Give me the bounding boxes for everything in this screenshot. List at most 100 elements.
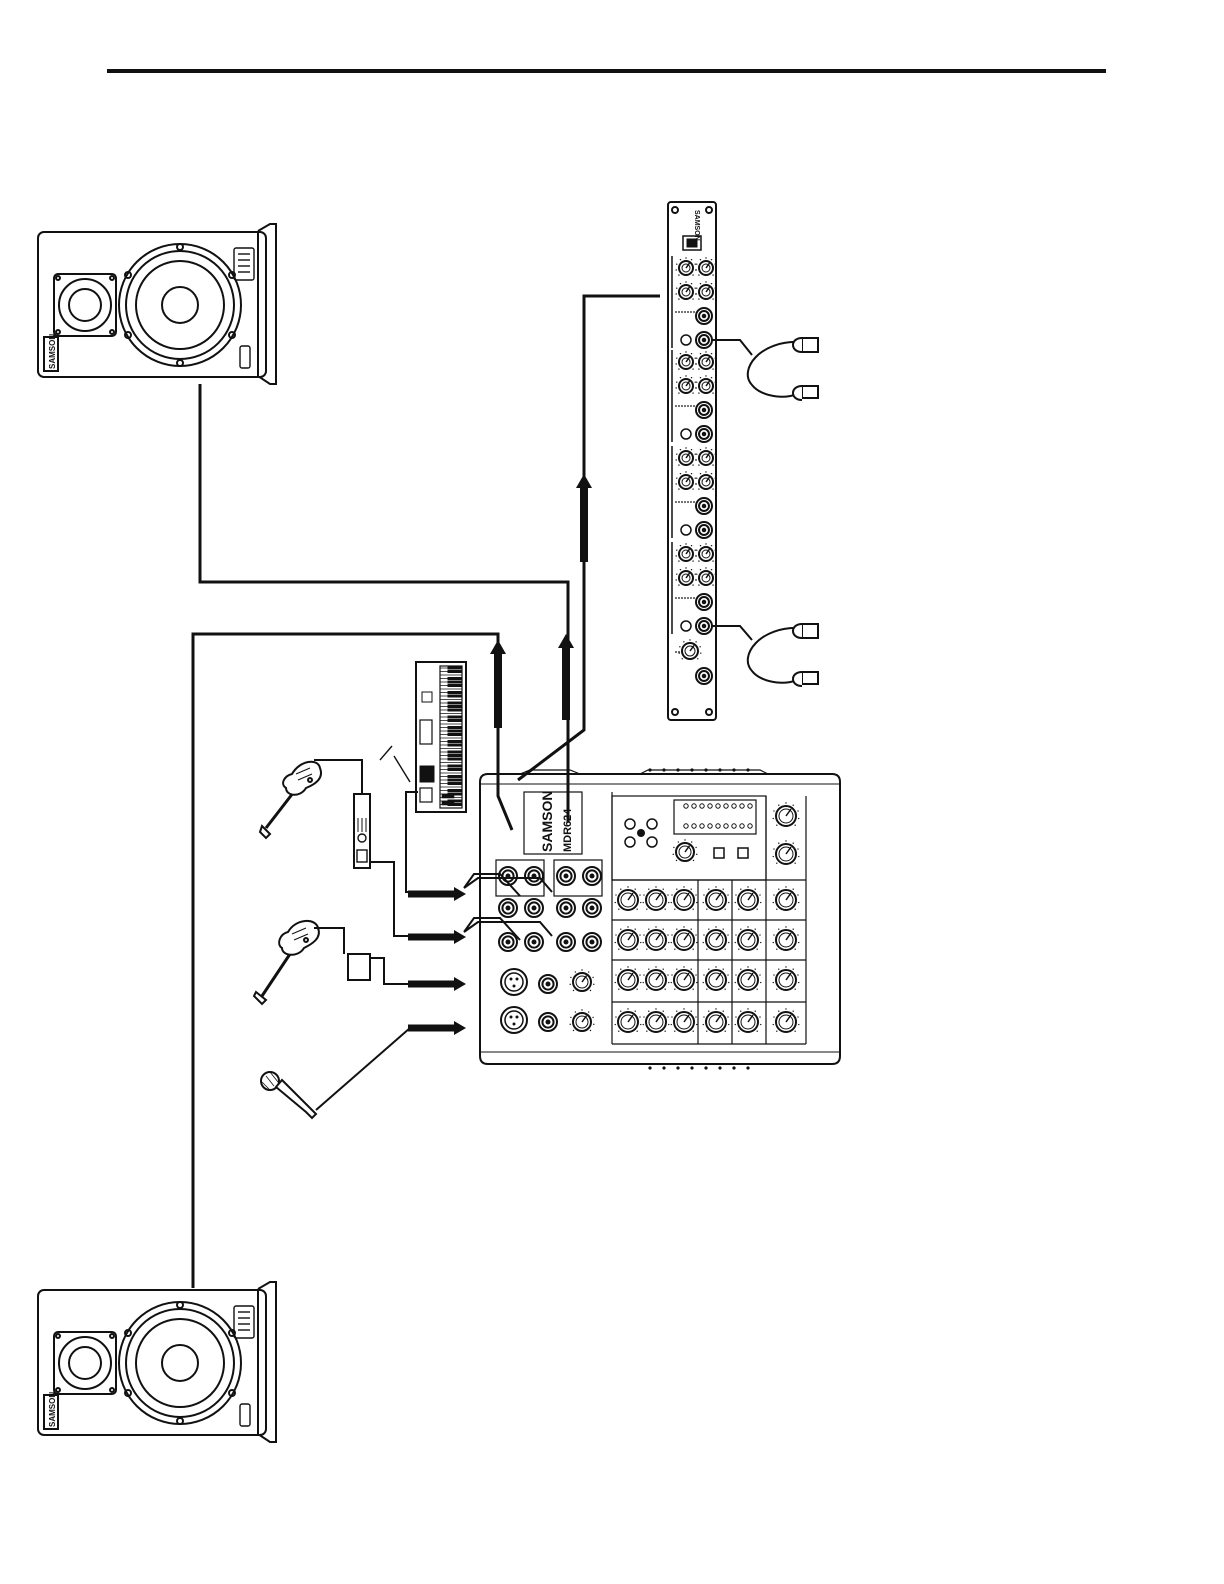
meter-led-icon	[693, 405, 695, 407]
bass-guitar-icon	[254, 921, 319, 1004]
meter-led-icon	[675, 597, 677, 599]
meter-led-icon	[684, 597, 686, 599]
jack-icon	[557, 867, 575, 885]
meter-led-icon	[675, 311, 677, 313]
meter-led-icon	[684, 311, 686, 313]
jack-icon	[557, 933, 575, 951]
black-key	[448, 702, 462, 704]
screw-icon	[746, 768, 749, 771]
arrow-up-icon	[558, 634, 574, 720]
arrow-up-icon	[490, 640, 506, 728]
jack-icon	[525, 933, 543, 951]
meter-led-icon	[678, 501, 680, 503]
jack-icon	[696, 498, 712, 514]
black-key	[448, 755, 462, 757]
black-key	[448, 727, 462, 729]
speaker-top-brand: SAMSON	[48, 334, 57, 369]
meter-led-icon	[690, 597, 692, 599]
meter-led-icon	[687, 501, 689, 503]
screw-icon	[676, 768, 679, 771]
nav-button-icon	[647, 819, 657, 829]
meter-led-icon	[684, 405, 686, 407]
studio-monitor-bottom	[38, 1282, 276, 1442]
screw-icon	[690, 1066, 693, 1069]
jack-icon	[583, 899, 601, 917]
jack-icon	[583, 933, 601, 951]
black-key	[448, 783, 462, 785]
meter-led-icon	[681, 311, 683, 313]
cable-headphone-amp	[518, 296, 660, 780]
black-key	[448, 671, 462, 673]
meter-led-icon	[690, 405, 692, 407]
black-key	[448, 744, 462, 746]
arrow-right-icon	[408, 887, 466, 901]
meter-led-icon	[687, 597, 689, 599]
black-key	[448, 695, 462, 697]
jack-icon	[539, 975, 557, 993]
electric-guitar-icon	[260, 762, 321, 838]
headphone-amp-brand: SAMSON	[693, 210, 700, 241]
cable-microphone	[316, 1028, 410, 1110]
meter-led-icon	[678, 311, 680, 313]
black-key	[448, 734, 462, 736]
black-key	[448, 751, 462, 753]
nav-button-icon	[625, 819, 635, 829]
screw-icon	[704, 768, 707, 771]
meter-led-icon	[690, 311, 692, 313]
headphones-icon	[712, 624, 818, 686]
screw-icon	[732, 1066, 735, 1069]
black-key	[448, 730, 462, 732]
screw-icon	[746, 1066, 749, 1069]
meter-led-icon	[684, 501, 686, 503]
arrow-up-icon	[576, 474, 592, 562]
black-key	[448, 790, 462, 792]
xlr-input-icon	[501, 969, 527, 995]
arrow-right-icon	[408, 1021, 466, 1035]
jack-icon	[696, 402, 712, 418]
jack-icon	[696, 308, 712, 324]
meter-led-icon	[693, 311, 695, 313]
screw-icon	[662, 1066, 665, 1069]
black-key	[448, 685, 462, 687]
studio-monitor-top	[38, 224, 276, 384]
black-key	[448, 779, 462, 781]
jack-icon	[583, 867, 601, 885]
screw-icon	[732, 768, 735, 771]
screw-icon	[648, 768, 651, 771]
meter-led-icon	[690, 501, 692, 503]
screw-icon	[676, 1066, 679, 1069]
meter-led-icon	[681, 501, 683, 503]
jack-icon	[696, 522, 712, 538]
black-key	[448, 709, 462, 711]
meter-led-icon	[681, 597, 683, 599]
jack-icon	[499, 899, 517, 917]
arrow-right-icon	[408, 977, 466, 991]
nav-button-icon	[625, 837, 635, 847]
black-key	[448, 769, 462, 771]
speaker-bottom-brand: SAMSON	[48, 1392, 57, 1427]
black-key	[448, 667, 462, 669]
di-box-icon	[354, 794, 370, 868]
jack-icon	[696, 332, 712, 348]
cable-keyboard-2	[370, 862, 416, 936]
headphones-icon	[712, 338, 818, 400]
screw-icon	[718, 768, 721, 771]
meter-led-icon	[687, 311, 689, 313]
black-key	[448, 776, 462, 778]
jack-icon	[525, 867, 543, 885]
black-key	[448, 692, 462, 694]
screw-icon	[704, 1066, 707, 1069]
jack-icon	[499, 933, 517, 951]
microphone-icon	[261, 1072, 316, 1118]
keyboard-synth-icon	[416, 662, 466, 812]
meter-led-icon	[678, 405, 680, 407]
cable-small-box	[370, 958, 416, 984]
jack-icon	[557, 899, 575, 917]
meter-led-icon	[678, 597, 680, 599]
jack-icon	[696, 618, 712, 634]
nav-center-icon	[637, 829, 645, 837]
mixer-brand: SAMSON	[539, 791, 555, 852]
screw-icon	[718, 1066, 721, 1069]
meter-led-icon	[675, 501, 677, 503]
